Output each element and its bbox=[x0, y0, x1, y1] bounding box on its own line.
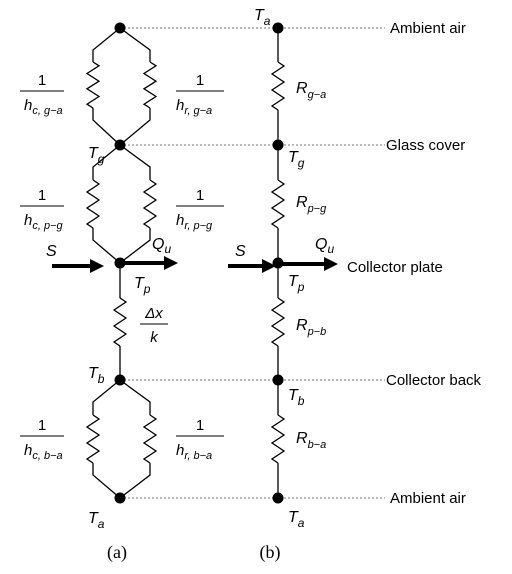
wire-a-top-right bbox=[119, 27, 151, 146]
svg-text:1: 1 bbox=[38, 417, 46, 434]
node-a-back bbox=[114, 374, 126, 386]
resistor-R-ga bbox=[270, 61, 286, 111]
label-ambient-air-top: Ambient air bbox=[390, 20, 466, 37]
nodes bbox=[114, 22, 284, 504]
label-ambient-air-bottom: Ambient air bbox=[390, 490, 466, 507]
svg-text:1: 1 bbox=[196, 72, 204, 89]
label-hr-pg: 1 hr, p−g bbox=[176, 187, 224, 232]
resistor-hc-ga bbox=[85, 61, 101, 109]
resistor-cond bbox=[112, 297, 128, 347]
arrow-Qu-b-head bbox=[324, 257, 338, 271]
label-R-pb: Rp−b bbox=[296, 317, 326, 338]
svg-text:Δx: Δx bbox=[144, 305, 163, 322]
temp-ambient-top-b: Ta bbox=[254, 7, 271, 28]
caption-b: (b) bbox=[260, 542, 281, 563]
temp-back-b: Tb bbox=[288, 387, 305, 408]
svg-text:1: 1 bbox=[196, 417, 204, 434]
wire-a-bot-right bbox=[119, 379, 151, 499]
label-hc-pg: 1 hc, p−g bbox=[20, 187, 64, 232]
svg-text:hc, p−g: hc, p−g bbox=[24, 212, 63, 232]
wire-a-bot-left bbox=[92, 379, 121, 499]
node-b-ambient-top bbox=[272, 22, 284, 34]
label-glass-cover: Glass cover bbox=[386, 137, 465, 154]
label-R-pg: Rp−g bbox=[296, 194, 327, 215]
svg-text:hr, b−a: hr, b−a bbox=[176, 442, 212, 462]
caption-a: (a) bbox=[107, 542, 127, 563]
wire-a-mid-right bbox=[119, 144, 151, 264]
label-S-a: S bbox=[46, 243, 57, 260]
temp-back-a: Tb bbox=[88, 365, 105, 386]
label-collector-back: Collector back bbox=[386, 372, 482, 389]
label-hc-ga: 1 hc, g−a bbox=[20, 72, 64, 117]
label-Qu-b: Qu bbox=[315, 236, 334, 256]
svg-text:hr, p−g: hr, p−g bbox=[176, 212, 213, 232]
svg-text:hc, b−a: hc, b−a bbox=[24, 442, 63, 462]
arrow-S-a-head bbox=[90, 259, 104, 273]
node-b-glass bbox=[272, 139, 284, 151]
resistor-R-ba bbox=[270, 414, 286, 464]
temp-ambient-bottom-b: Ta bbox=[288, 509, 305, 530]
resistor-hr-pg bbox=[142, 179, 158, 229]
resistor-hc-ba bbox=[85, 414, 101, 464]
label-hr-ba: 1 hr, b−a bbox=[176, 417, 224, 462]
temp-ambient-a: Ta bbox=[88, 510, 105, 531]
circuit-a bbox=[85, 27, 158, 499]
resistor-hr-ba bbox=[142, 414, 158, 464]
resistor-hc-pg bbox=[85, 179, 101, 229]
arrow-S-b-head bbox=[262, 259, 276, 273]
flow-arrows bbox=[52, 256, 338, 273]
label-Qu-a: Qu bbox=[152, 236, 171, 256]
arrow-Qu-a-head bbox=[164, 256, 178, 270]
label-collector-plate: Collector plate bbox=[347, 259, 443, 276]
node-a-glass bbox=[114, 139, 126, 151]
label-R-ba: Rb−a bbox=[296, 430, 326, 451]
svg-text:1: 1 bbox=[38, 72, 46, 89]
resistor-hr-ga bbox=[142, 61, 158, 109]
svg-text:hr, g−a: hr, g−a bbox=[176, 97, 212, 117]
node-b-ambient-bottom bbox=[272, 492, 284, 504]
svg-text:1: 1 bbox=[38, 187, 46, 204]
label-R-ga: Rg−a bbox=[296, 80, 326, 101]
wire-a-top-left bbox=[92, 27, 121, 146]
temp-plate-a: Tp bbox=[134, 275, 151, 296]
label-conduction: Δx k bbox=[140, 305, 168, 346]
node-b-back bbox=[272, 374, 284, 386]
temp-glass-a: Tg bbox=[88, 145, 105, 166]
svg-text:k: k bbox=[150, 329, 159, 346]
svg-text:hc, g−a: hc, g−a bbox=[24, 97, 63, 117]
temp-plate-b: Tp bbox=[288, 273, 305, 294]
wire-a-mid-left bbox=[92, 144, 121, 264]
resistor-R-pg bbox=[270, 179, 286, 229]
label-hr-ga: 1 hr, g−a bbox=[176, 72, 224, 117]
label-S-b: S bbox=[235, 243, 246, 260]
svg-text:1: 1 bbox=[196, 187, 204, 204]
label-hc-ba: 1 hc, b−a bbox=[20, 417, 64, 462]
node-a-plate bbox=[114, 257, 126, 269]
resistor-R-pb bbox=[270, 297, 286, 347]
level-lines bbox=[120, 27, 385, 499]
node-a-ambient-top bbox=[114, 22, 126, 34]
temp-glass-b: Tg bbox=[288, 149, 305, 170]
node-a-ambient-bottom bbox=[114, 492, 126, 504]
